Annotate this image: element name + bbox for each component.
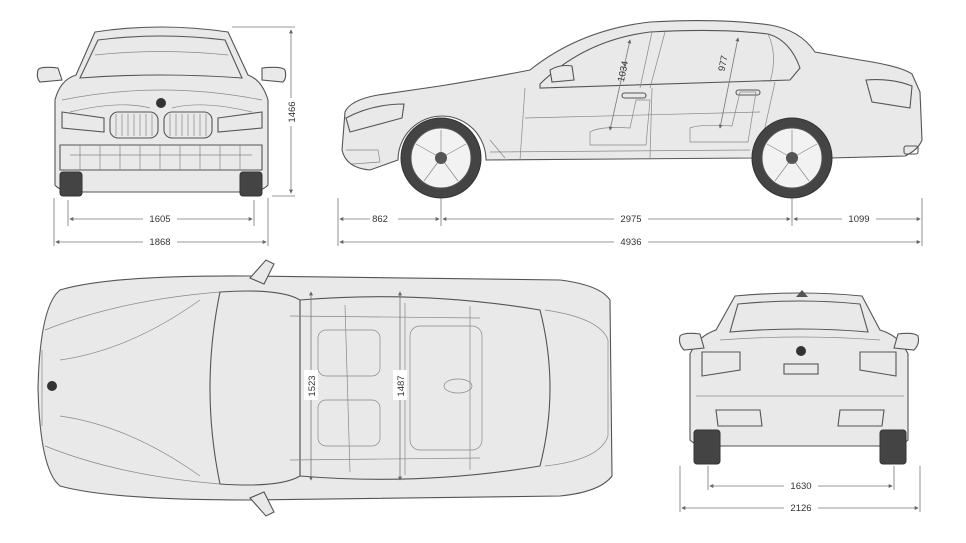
left-mirror [36,66,63,83]
front-tire-left [59,171,83,197]
headlight-left [61,111,105,133]
front-view: 1466 1605 1868 [36,26,298,248]
dim-front-height: 1466 [287,101,298,122]
kidney-grille-right [163,111,213,139]
dim-rear-track: 1630 [790,481,811,492]
license-plate [783,363,819,375]
rear-tire-right [879,429,907,465]
top-mirror-left [249,259,275,285]
top-view: 1523 1487 [37,259,613,517]
headlight-right [217,111,263,133]
top-emblem-icon [47,381,57,391]
dim-width-with-mirrors: 2126 [790,503,811,514]
dim-rear-headroom: 977 [717,55,731,73]
right-mirror [261,66,287,83]
dim-front-width: 1868 [149,237,170,248]
rear-mirror-right [893,332,920,351]
dim-front-overhang: 862 [372,214,388,225]
rear-tire-left [693,429,721,465]
side-rear-wheel [751,117,833,199]
side-front-wheel [400,117,482,199]
dim-length: 4936 [620,237,641,248]
dim-front-headroom: 1034 [616,60,631,83]
rear-emblem-icon [796,346,806,356]
rear-view: 1630 2126 [678,290,921,514]
side-mirror [549,64,575,83]
front-tire-right [239,171,263,197]
dim-rear-overhang: 1099 [848,214,869,225]
rear-mirror-left [678,332,705,351]
dim-front-interior-width: 1523 [307,375,318,396]
top-mirror-right [249,491,275,517]
side-view: 1034 977 862 2975 1099 4936 [337,19,923,248]
dim-rear-interior-width: 1487 [396,375,407,396]
dim-front-track: 1605 [149,214,170,225]
dim-wheelbase: 2975 [620,214,641,225]
kidney-grille-left [109,111,159,139]
emblem-icon [156,98,166,108]
